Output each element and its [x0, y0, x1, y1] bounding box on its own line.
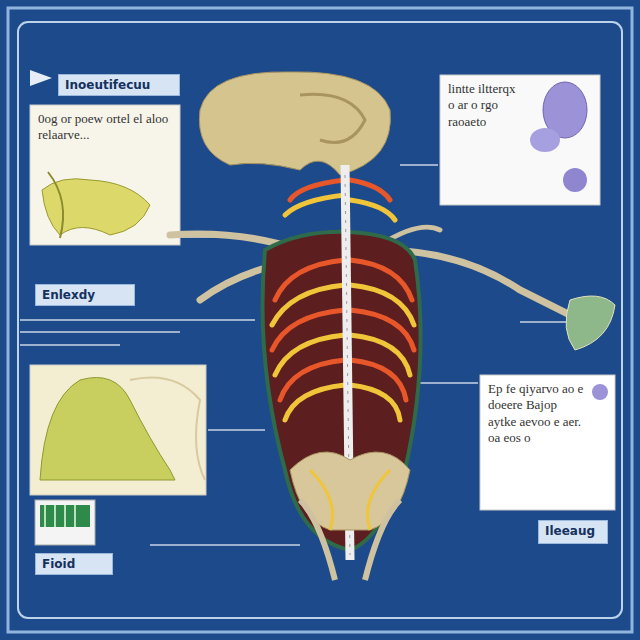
node-text: Ileeaug: [545, 524, 601, 538]
info-panel: Ep fe qiyarvo ao e doeere Bajop aytke ae…: [480, 375, 592, 505]
info-panel: lintte iltterqx o ar o rgo raoaeto: [440, 75, 532, 138]
node-text: lintte iltterqx o ar o rgo raoaeto: [448, 81, 524, 130]
node-text: 0og or poew ortel el aloo relaarve...: [38, 111, 172, 144]
section-tag: Enlexdy: [35, 284, 135, 306]
node-text: Enlexdy: [42, 288, 128, 302]
node-text: Inoeutifecuu: [65, 78, 173, 92]
node-text: Fioid: [42, 557, 106, 571]
header-tag: Inoeutifecuu: [58, 74, 180, 96]
node-text: Ep fe qiyarvo ao e doeere Bajop aytke ae…: [488, 381, 584, 446]
info-panel: 0og or poew ortel el aloo relaarve...: [30, 105, 180, 165]
section-tag: Ileeaug: [538, 520, 608, 544]
section-tag: Fioid: [35, 553, 113, 575]
